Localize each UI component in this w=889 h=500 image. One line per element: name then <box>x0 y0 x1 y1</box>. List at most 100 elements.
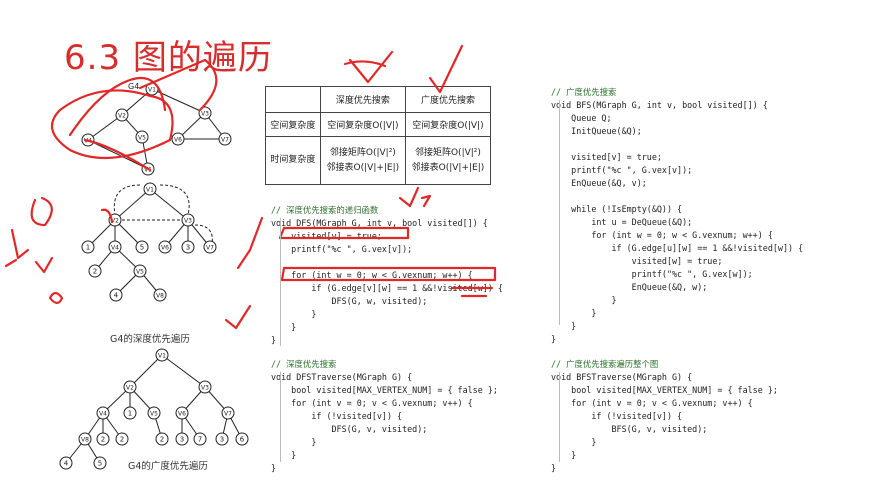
code-line: DFS(G, v, visited); <box>271 424 428 434</box>
dfs-traverse-code: // 深度优先搜索 void DFSTraverse(MGraph G) { bo… <box>271 358 498 475</box>
graph-node-label: V3 <box>201 111 209 118</box>
graph-node <box>193 432 207 446</box>
graph-node <box>96 406 110 420</box>
code-line: } <box>551 463 557 473</box>
indent-guide <box>559 100 560 325</box>
g4-label: G4 <box>128 82 139 91</box>
graph-node <box>108 240 122 254</box>
graph-node-label: V4 <box>99 411 107 418</box>
table-row: 时间复杂度 邻接矩阵O(|V|²) 邻接表O(|V|+|E|) 邻接矩阵O(|V… <box>265 136 492 185</box>
graph-node <box>81 240 95 254</box>
table-header-dfs: 深度优先搜索 <box>319 86 406 113</box>
graph-node-label: V7 <box>224 411 232 418</box>
graph-node <box>221 406 235 420</box>
code-line: for (int w = 0; w < G.vexnum; w++) { <box>271 270 473 280</box>
indent-guide <box>559 372 560 462</box>
graph-node <box>143 182 157 196</box>
graph-node-label: V8 <box>81 437 89 444</box>
graph-node <box>123 380 137 394</box>
code-line: // 广度优先搜索 <box>551 87 617 97</box>
code-line: // 深度优先搜索 <box>271 359 337 369</box>
code-line: InitQueue(&Q); <box>551 126 642 136</box>
complexity-table: 深度优先搜索 广度优先搜索 空间复杂度 空间复杂度O(|V|) 空间复杂度O(|… <box>265 86 492 185</box>
graph-node-label: 2 <box>120 436 124 444</box>
code-line: BFS(G, v, visited); <box>551 424 708 434</box>
graph-node <box>153 288 167 302</box>
graph-node <box>78 432 92 446</box>
code-line: } <box>271 309 317 319</box>
code-line: } <box>271 463 277 473</box>
graph-node <box>203 240 217 254</box>
indent-guide <box>280 372 281 462</box>
dfs-time: 邻接矩阵O(|V|²) 邻接表O(|V|+|E|) <box>319 136 406 185</box>
graph-node-label: 3 <box>180 436 184 444</box>
code-line: bool visited[MAX_VERTEX_NUM] = { false }… <box>551 385 778 395</box>
graph-node <box>155 432 169 446</box>
slide-title: 6.3 图的遍历 <box>64 38 273 78</box>
graph-node <box>235 432 249 446</box>
graph-node-label: V8 <box>156 293 164 300</box>
graph-node <box>158 240 172 254</box>
code-line: } <box>271 450 297 460</box>
dfs-tree-caption: G4的深度优先遍历 <box>110 334 190 345</box>
graph-node-label: V6 <box>174 137 182 144</box>
graph-node-label: V4 <box>111 245 119 252</box>
code-line: if (G.edge[v][w] == 1 &&!visited[w]) { <box>271 283 503 293</box>
graph-node-label: 4 <box>114 292 119 300</box>
code-line: // 广度优先搜索遍历整个图 <box>551 359 659 369</box>
code-line: if (!visited[v]) { <box>271 411 403 421</box>
table-header-empty <box>265 86 321 113</box>
graph-node-label: V2 <box>111 218 119 225</box>
code-line: while (!IsEmpty(&Q)) { <box>551 204 683 214</box>
graph-node-label: V7 <box>206 245 214 252</box>
row-label-space: 空间复杂度 <box>265 112 321 137</box>
code-line <box>551 190 803 203</box>
code-line: } <box>271 437 317 447</box>
graph-node <box>133 264 147 278</box>
code-line <box>551 138 803 151</box>
graph-node <box>215 432 229 446</box>
code-line: } <box>551 321 577 331</box>
graph-node-label: 4 <box>64 460 69 468</box>
graph-node-label: V3 <box>201 385 209 392</box>
code-line: int u = DeQueue(&Q); <box>551 217 693 227</box>
table-header-row: 深度优先搜索 广度优先搜索 <box>265 86 492 113</box>
bfs-time-list: 邻接表O(|V|+|E|) <box>411 162 485 173</box>
graph-node <box>198 380 212 394</box>
graph-node-label: 3 <box>186 244 190 252</box>
graph-node <box>175 432 189 446</box>
table-header-bfs: 广度优先搜索 <box>404 86 492 113</box>
graph-node <box>175 406 189 420</box>
bfs-time-matrix: 邻接矩阵O(|V|²) <box>414 147 481 158</box>
graph-node-label: 2 <box>101 436 105 444</box>
graph-node-label: 7 <box>198 436 202 444</box>
code-line: printf("%c ", G.vex[v]); <box>551 165 693 175</box>
graph-node-label: V6 <box>178 411 186 418</box>
code-line: } <box>551 295 617 305</box>
graph-node-label: 1 <box>86 244 90 252</box>
graph-node <box>109 288 123 302</box>
graph-node <box>135 240 149 254</box>
code-line: void DFS(MGraph G, int v, bool visited[]… <box>271 218 488 228</box>
code-line: visited[v] = true; <box>551 152 662 162</box>
dfs-time-list: 邻接表O(|V|+|E|) <box>326 162 400 173</box>
code-line: bool visited[MAX_VERTEX_NUM] = { false }… <box>271 385 498 395</box>
graph-node-label: V2 <box>118 113 126 120</box>
graph-node-label: V3 <box>184 218 192 225</box>
graph-node-label: 2 <box>93 268 97 276</box>
code-line: void DFSTraverse(MGraph G) { <box>271 372 413 382</box>
graph-node-label: V5 <box>138 135 146 142</box>
code-line: if (G.edge[u][w] == 1 &&!visited[w]) { <box>551 243 804 253</box>
code-line: } <box>271 322 297 332</box>
graph-node <box>181 213 195 227</box>
graph-node-label: V5 <box>136 269 144 276</box>
bfs-time: 邻接矩阵O(|V|²) 邻接表O(|V|+|E|) <box>404 136 492 185</box>
graph-node-label: V5 <box>150 411 158 418</box>
dfs-space: 空间复杂度O(|V|) <box>319 112 406 137</box>
graph-node <box>218 132 232 146</box>
graph-node-label: V2 <box>126 385 134 392</box>
graph-node-label: V4 <box>84 138 92 145</box>
